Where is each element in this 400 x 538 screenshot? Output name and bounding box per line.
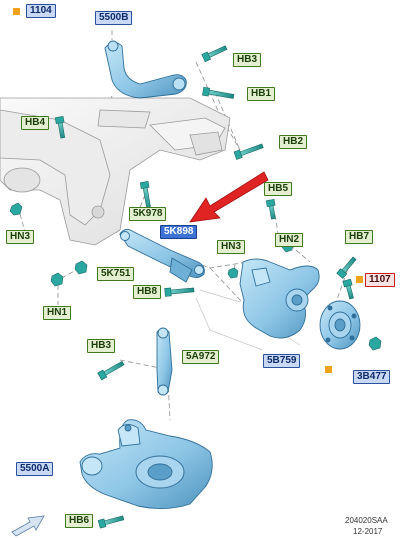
knuckle-5B759 [239,258,320,339]
bolt-HB8 [164,287,195,297]
orange-marker-icon [13,8,20,15]
callout-HB2[interactable]: HB2 [279,135,308,149]
nut-3B477 [368,336,382,351]
nut-HN3-left [9,202,23,216]
red-pointer-arrow-icon [189,171,269,223]
nut-HN3-mid [227,267,239,279]
callout-5K898[interactable]: 5K898 [160,225,198,239]
toe-link-5A972 [156,327,173,396]
lower-knuckle-5500A [79,419,213,509]
wheel-hub [319,300,361,350]
callout-1104[interactable]: 1104 [26,4,56,18]
nut-5K751 [74,260,88,275]
callout-HB4[interactable]: HB4 [21,116,50,130]
bolt-5K978 [139,181,152,210]
diagram-code: 204020SAA [345,516,388,525]
orange-marker-icon [356,276,363,283]
callout-HN1[interactable]: HN1 [43,306,72,320]
lower-arm-5K898 [119,229,205,283]
callout-5B759[interactable]: 5B759 [263,354,301,368]
bolt-HB7 [336,256,357,279]
bolt-HB5 [265,199,276,220]
bolts [9,45,382,529]
diagram-date: 12-2017 [353,527,383,536]
callout-HB8[interactable]: HB8 [133,285,162,299]
callout-HB1[interactable]: HB1 [247,87,276,101]
callout-HN3-left[interactable]: HN3 [6,230,35,244]
callout-5K751[interactable]: 5K751 [97,267,135,281]
bolt-HB2 [233,143,264,160]
callout-5A972[interactable]: 5A972 [182,350,220,364]
callout-HB5[interactable]: HB5 [264,182,293,196]
callout-HB6[interactable]: HB6 [65,514,94,528]
nav-arrow-icon [11,515,45,537]
bolt-HB3-top [201,45,228,63]
callout-HB3-top[interactable]: HB3 [233,53,262,67]
callout-HN3-mid[interactable]: HN3 [217,240,246,254]
rear-subframe [0,97,231,246]
bolt-1107 [342,278,354,300]
callout-HN2[interactable]: HN2 [275,233,304,247]
bolt-HB1 [202,86,235,99]
callout-3B477[interactable]: 3B477 [353,370,391,384]
callout-HB3-lower[interactable]: HB3 [87,339,116,353]
callout-HB7[interactable]: HB7 [345,230,374,244]
callout-5500B[interactable]: 5500B [95,11,133,25]
bolt-HB6 [97,515,125,529]
callout-5500A[interactable]: 5500A [16,462,54,476]
bolt-HB4 [54,116,66,139]
upper-control-arm-5500B [104,40,187,99]
callout-1107[interactable]: 1107 [365,273,395,287]
nut-HN1 [50,272,64,287]
orange-marker-icon [325,366,332,373]
bolt-HB3-lower [97,360,125,381]
callout-5K978[interactable]: 5K978 [129,207,167,221]
